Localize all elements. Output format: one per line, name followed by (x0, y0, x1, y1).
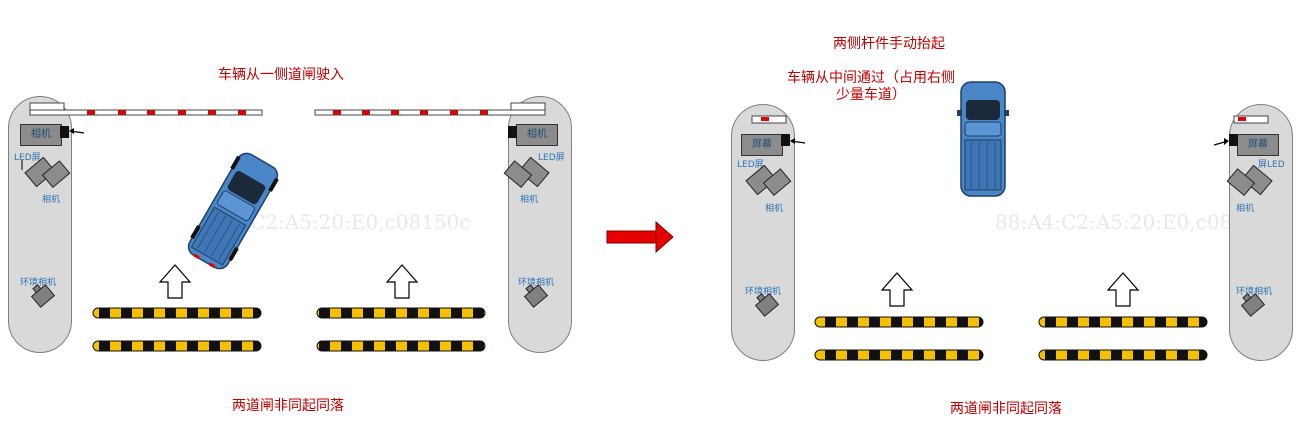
right-gate-camera-box: 相机 (516, 124, 558, 146)
right-gate-led-label: LED屏 (538, 153, 565, 163)
left-gate-camera-icon (24, 156, 71, 188)
right-lane-stripe-2 (316, 340, 486, 352)
right-panel-left-camera-label: 相机 (765, 204, 784, 214)
left-watermark: C2:A5:20:E0,c08150c (250, 210, 471, 234)
right-panel-left-env-camera-icon (755, 293, 779, 317)
right-top-caption: 两侧杆件手动抬起 (833, 36, 945, 52)
right-panel-right-stripe-1 (1038, 316, 1208, 328)
right-gate-camera-icon (503, 156, 550, 188)
right-gate-env-camera-icon (524, 284, 548, 308)
left-gate-barrier-arm (29, 102, 263, 116)
left-bottom-caption: 两道闸非同起同落 (232, 398, 344, 414)
right-gate-env-camera-label: 环境相机 (518, 278, 555, 288)
left-lane-stripe-1 (92, 307, 262, 319)
right-panel-left-env-camera-label: 环境相机 (745, 287, 782, 297)
transition-arrow-icon (606, 220, 674, 254)
right-panel-left-led-label: LED屏 (737, 160, 764, 170)
right-panel-right-stripe-2 (1038, 349, 1208, 361)
right-panel-right-lens-icon (1229, 134, 1238, 146)
right-middle-caption-line1: 车辆从中间通过（占用右侧 (787, 70, 955, 86)
right-gate-barrier-arm (314, 102, 546, 116)
right-panel-right-led-label: 屏LED (1258, 160, 1285, 170)
right-panel-left-lane-up-arrow (881, 272, 913, 307)
left-top-caption: 车辆从一侧道闸驶入 (218, 67, 344, 83)
left-gate-led-label: LED屏 (14, 153, 41, 163)
right-panel-left-stripe-2 (814, 349, 984, 361)
left-gate-env-camera-label: 环境相机 (20, 278, 57, 288)
right-lane-stripe-1 (316, 307, 486, 319)
left-panel-car (187, 152, 279, 270)
right-panel-right-lane-up-arrow (1107, 272, 1139, 307)
right-panel-right-barrier-stub (1233, 115, 1269, 124)
right-lane-up-arrow (386, 264, 418, 299)
right-middle-caption-line2: 少量车道） (836, 87, 906, 103)
right-panel-left-lens-icon (781, 134, 790, 146)
right-panel-right-env-camera-icon (1241, 293, 1265, 317)
left-gate-env-camera-icon (31, 284, 55, 308)
right-bottom-caption: 两道闸非同起同落 (950, 401, 1062, 417)
left-gate-camera-label: 相机 (42, 195, 61, 205)
right-gate-camera-label: 相机 (520, 195, 539, 205)
left-lane-stripe-2 (92, 340, 262, 352)
right-panel-car (957, 81, 1009, 197)
left-lane-up-arrow (159, 264, 191, 299)
right-panel-right-camera-label: 相机 (1236, 204, 1255, 214)
right-gate-lens-icon (508, 126, 517, 138)
right-panel-left-stripe-1 (814, 316, 984, 328)
right-panel-left-camera-icon (745, 164, 792, 196)
left-gate-lens-icon (60, 126, 69, 138)
right-panel-right-env-camera-label: 环境相机 (1236, 287, 1273, 297)
right-panel-right-camera-icon (1226, 164, 1273, 196)
